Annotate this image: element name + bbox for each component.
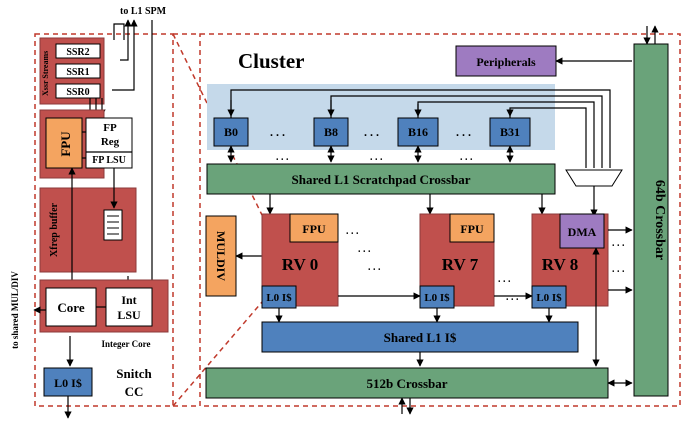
shared-l1-icache (261, 321, 579, 353)
bank-b16-label: B16 (408, 125, 428, 139)
core-ellipsis-1: . . . (346, 226, 359, 237)
peripherals-label: Peripherals (476, 55, 536, 69)
reg-label: Reg (101, 136, 120, 148)
to-l1-spm-label: to L1 SPM (120, 6, 167, 17)
cc-label: CC (125, 384, 144, 399)
core-box (45, 287, 97, 327)
cluster-title: Cluster (238, 49, 305, 73)
core-ellipsis-2: . . . (358, 244, 371, 255)
int-label: Int (121, 293, 136, 307)
crossbar-64b-label: 64b Crossbar (652, 180, 667, 260)
ssr1-label: SSR1 (66, 67, 89, 78)
rv7-fpu-label: FPU (460, 222, 484, 236)
peripherals-block (455, 45, 557, 77)
ssr0-register (55, 83, 101, 99)
dma-label: DMA (568, 225, 597, 239)
bank-b31-label: B31 (500, 125, 520, 139)
rv7-fpu (449, 213, 495, 243)
rv0-l0-icache-label: L0 I$ (266, 292, 292, 304)
rv0-fpu-label: FPU (302, 222, 326, 236)
integer-core-label: Integer Core (102, 339, 151, 349)
dma-block (559, 213, 605, 249)
snitch-l0-icache-label: L0 I$ (54, 376, 82, 390)
int-lsu-box (105, 287, 153, 327)
fp-lsu-label: FP LSU (92, 155, 126, 166)
snitch-cc-frame (34, 33, 174, 407)
zoom-line-diag-bottom (172, 301, 263, 407)
muldiv-block (205, 215, 237, 297)
crossbar-512b (205, 367, 609, 399)
rv7-label: RV 7 (442, 255, 479, 274)
crossbar-64b (633, 43, 669, 397)
bank-b0 (213, 117, 249, 147)
link-ellipsis-2: . . . (370, 152, 383, 163)
xfrep-buffer-label: Xfrep buffer (49, 202, 60, 257)
lsu-label: LSU (117, 308, 141, 322)
muldiv-label: MULDIV (214, 231, 228, 281)
rv0-fpu (289, 213, 339, 243)
xssr-streams-label: Xssr Streams (41, 51, 50, 96)
fp-reg-block (85, 117, 133, 169)
fpu-label: FPU (58, 131, 73, 157)
fpu-unit (45, 117, 83, 169)
crossbar-512b-label: 512b Crossbar (366, 376, 447, 391)
core-ellipsis-3: . . . (368, 262, 381, 273)
bank-ellipsis-2: . . . (364, 125, 379, 139)
xbar-ellipsis-2: . . . (612, 264, 625, 275)
bank-b0-label: B0 (224, 125, 238, 139)
core-ellipsis-5: . . . (506, 292, 519, 303)
bank-ellipsis-3: . . . (456, 125, 471, 139)
ssr1-register (55, 63, 101, 79)
bank-b8-label: B8 (324, 125, 338, 139)
bank-mux (565, 169, 623, 187)
cluster-frame (199, 33, 681, 407)
ssr2-label: SSR2 (66, 47, 89, 58)
ssr2-register (55, 43, 101, 59)
xbar-ellipsis-1: . . . (612, 238, 625, 249)
shared-l1-icache-label: Shared L1 I$ (384, 330, 457, 345)
rv0-label: RV 0 (282, 255, 318, 274)
core-label: Core (57, 300, 84, 315)
to-shared-muldiv-label: to shared MUL/DIV (10, 271, 20, 349)
link-ellipsis-1: . . . (276, 152, 289, 163)
core-ellipsis-4: . . . (498, 274, 511, 285)
instruction-buffer-icon (103, 209, 123, 241)
bank-ellipsis-1: . . . (270, 125, 285, 139)
rv7-l0-icache-label: L0 I$ (424, 292, 450, 304)
snitch-label: Snitch (116, 366, 152, 381)
rv8-label: RV 8 (542, 255, 578, 274)
ssr0-label: SSR0 (66, 87, 89, 98)
fp-label: FP (103, 122, 117, 134)
link-ellipsis-3: . . . (460, 152, 473, 163)
shared-l1-scratchpad-crossbar (206, 163, 556, 195)
shared-l1-scratchpad-crossbar-label: Shared L1 Scratchpad Crossbar (291, 172, 470, 187)
rv8-l0-icache-label: L0 I$ (536, 292, 562, 304)
